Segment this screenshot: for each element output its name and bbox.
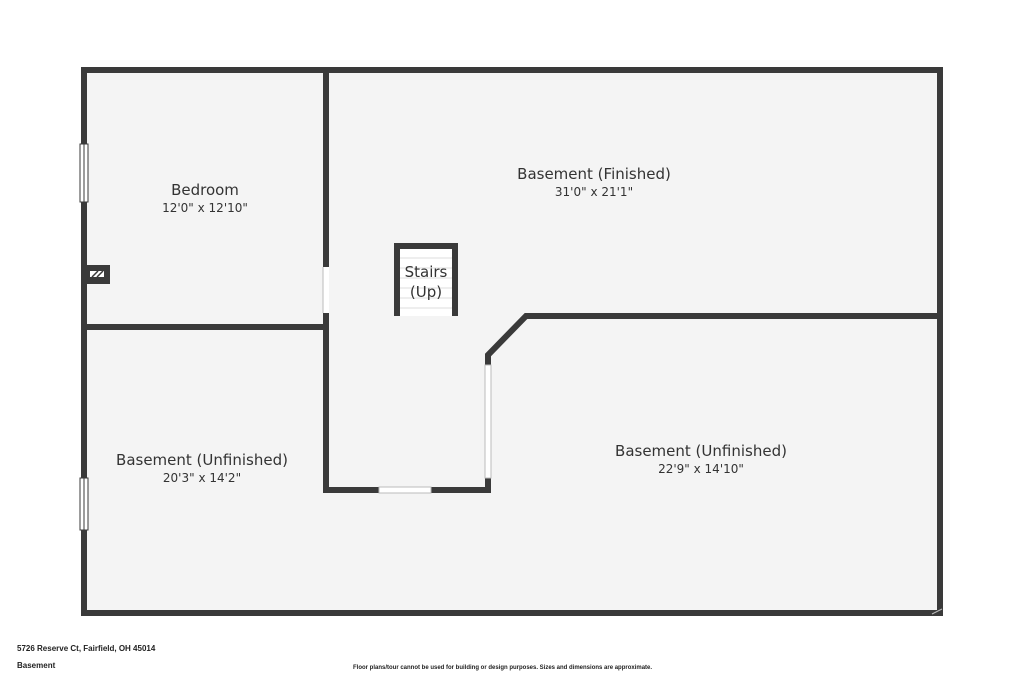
stairs: Stairs (Up) [394,243,458,316]
basement-finished-name: Basement (Finished) [517,165,671,183]
finished-divider-wall [485,313,943,368]
doorway-bedroom [323,267,329,313]
windows [79,143,492,531]
bedroom-name: Bedroom [171,181,239,199]
disclaimer-text: Floor plans/tour cannot be used for buil… [353,665,653,671]
fireplace-symbol [86,265,110,284]
opening-divider [484,364,492,479]
floor-area [84,70,940,613]
basement-unfinished-right-name: Basement (Unfinished) [615,442,787,460]
property-address: 5726 Reserve Ct, Fairfield, OH 45014 [17,644,156,653]
stairs-label-line1: Stairs [405,263,448,281]
basement-finished-dimensions: 31'0" x 21'1" [555,185,633,199]
basement-unfinished-left-dimensions: 20'3" x 14'2" [163,471,241,485]
stairs-outline [394,243,458,316]
stairs-label-line2: (Up) [410,283,442,301]
bedroom-dimensions: 12'0" x 12'10" [162,201,248,215]
basement-unfinished-right-dimensions: 22'9" x 14'10" [658,462,744,476]
window-hall-south [378,486,432,494]
outer-wall [81,67,943,616]
basement-unfinished-left-name: Basement (Unfinished) [116,451,288,469]
walls [81,67,943,616]
floor-level-label: Basement [17,661,56,670]
